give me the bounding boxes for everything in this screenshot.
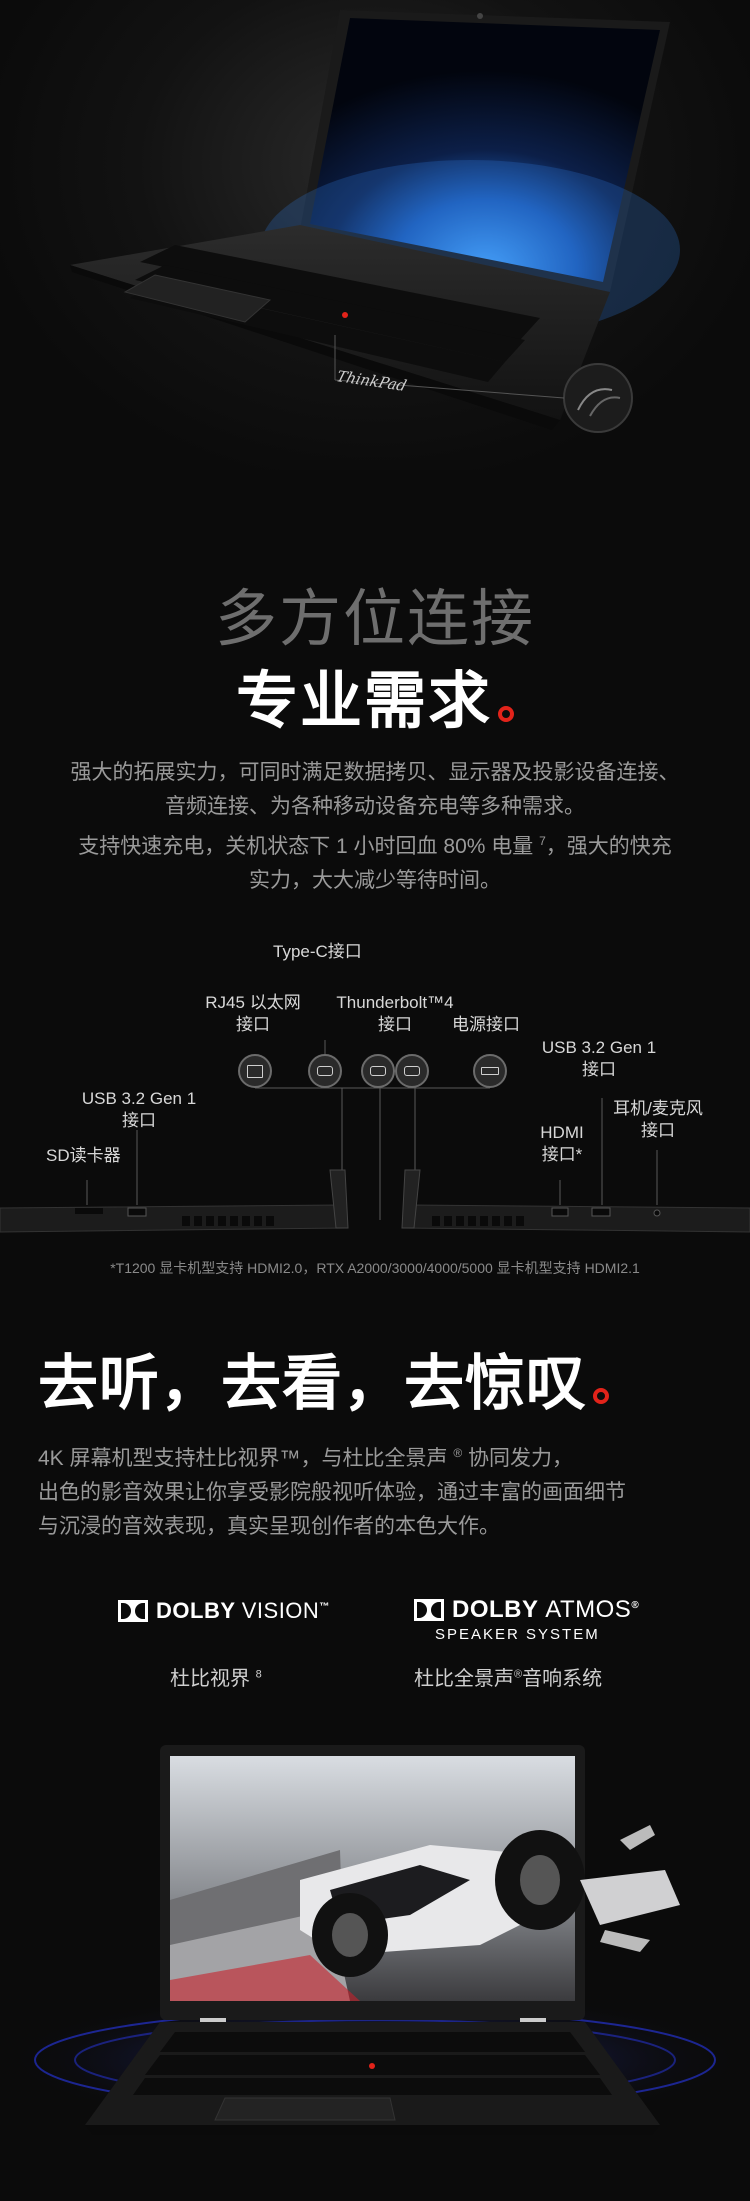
thunderbolt-port-icon-1	[361, 1054, 395, 1088]
dolby-atmos-caption: 杜比全景声®音响系统	[414, 1662, 602, 1691]
registered-mark: ®	[514, 1668, 523, 1681]
label-line: USB 3.2 Gen 1	[541, 1038, 657, 1057]
dolby-double-d-icon	[118, 1600, 148, 1622]
caption-text: 音响系统	[522, 1668, 603, 1690]
desc-line: 出色的影音效果让你享受影院般视听体验，通过丰富的画面细节	[38, 1481, 626, 1504]
dolby-vision-wordmark: DOLBY VISION™	[156, 1598, 330, 1624]
desc-line: 与沉浸的音效表现，真实呈现创作者的本色大作。	[38, 1515, 500, 1538]
label-usb-left: USB 3.2 Gen 1 接口	[76, 1088, 202, 1132]
hero-laptop-section: ThinkPad	[0, 0, 750, 470]
hdmi-footnote: *T1200 显卡机型支持 HDMI2.0，RTX A2000/3000/400…	[110, 1260, 640, 1276]
hero-laptop-image	[70, 10, 680, 433]
label-power: 电源接口	[452, 1015, 520, 1034]
section-title-connect: 多方位连接	[214, 585, 535, 654]
section-title-av: 去听，去看，去惊叹	[38, 1335, 609, 1422]
desc-text: ，强大的快充	[545, 835, 672, 858]
label-line: 接口	[122, 1111, 156, 1130]
label-line: 接口	[641, 1121, 675, 1140]
dolby-double-d-icon	[414, 1599, 444, 1621]
desc-line: 实力，大大减少等待时间。	[249, 869, 501, 892]
label-sd-reader: SD读卡器	[46, 1146, 121, 1165]
trademark: ™	[319, 1601, 330, 1613]
label-type-c: Type-C接口	[273, 942, 362, 961]
label-line: 接口	[582, 1060, 616, 1079]
desc-text: 支持快速充电，关机状态下 1 小时回血 80% 电量	[78, 835, 534, 858]
dolby-vision-caption: 杜比视界 8	[170, 1662, 262, 1691]
section-subtitle-connect: 专业需求	[0, 650, 750, 740]
thunderbolt-port-icon-2	[395, 1054, 429, 1088]
desc-line: 音频连接、为各种移动设备充电等多种需求。	[165, 795, 585, 818]
dolby-atmos-logo: DOLBY ATMOS®	[414, 1596, 639, 1624]
usb-c-port-icon	[308, 1054, 342, 1088]
caption-text: 杜比全景声	[414, 1668, 514, 1690]
desc-line: 强大的拓展实力，可同时满足数据拷贝、显示器及投影设备连接、	[70, 761, 680, 784]
red-circle-icon	[498, 706, 514, 722]
desc-line: 4K 屏幕机型支持杜比视界™，与杜比全景声 ® 协同发力，	[38, 1436, 718, 1476]
label-line: USB 3.2 Gen 1	[81, 1089, 197, 1108]
label-line: 接口	[378, 1015, 412, 1034]
subtitle-text: 专业需求	[235, 667, 492, 736]
registered-mark: ®	[453, 1446, 463, 1460]
desc-text: 协同发力，	[462, 1447, 574, 1470]
wordmark-bold: DOLBY	[452, 1596, 539, 1623]
ports-diagram	[0, 1040, 750, 1233]
caption-text: 杜比视界	[170, 1668, 250, 1690]
label-rj45: RJ45 以太网 接口	[198, 992, 308, 1036]
label-line: 耳机/麦克风	[613, 1099, 703, 1118]
footnote-ref: 7	[539, 834, 546, 848]
label-audio-jack: 耳机/麦克风 接口	[608, 1098, 708, 1142]
av-description: 4K 屏幕机型支持杜比视界™，与杜比全景声 ® 协同发力， 出色的影音效果让你享…	[38, 1436, 718, 1544]
registered-mark: ®	[631, 1600, 640, 1611]
bottom-laptop-section	[0, 1730, 750, 2201]
dolby-atmos-wordmark: DOLBY ATMOS®	[452, 1596, 639, 1624]
power-port-icon	[473, 1054, 507, 1088]
wordmark-bold: DOLBY	[156, 1598, 236, 1623]
label-usb-right: USB 3.2 Gen 1 接口	[536, 1037, 662, 1081]
wordmark-thin: ATMOS	[545, 1596, 632, 1623]
label-line: RJ45 以太网	[205, 993, 301, 1012]
connect-description: 强大的拓展实力，可同时满足数据拷贝、显示器及投影设备连接、 音频连接、为各种移动…	[40, 756, 710, 898]
desc-text: 4K 屏幕机型支持杜比视界™，与杜比全景声	[38, 1447, 448, 1470]
title-text: 去听，去看，去惊叹	[38, 1350, 587, 1417]
rj45-port-icon	[238, 1054, 272, 1088]
label-line: Thunderbolt™4	[336, 993, 454, 1012]
racing-laptop-image	[5, 1745, 745, 2135]
desc-line: 支持快速充电，关机状态下 1 小时回血 80% 电量 7，强大的快充	[40, 824, 710, 864]
footnote-ref: 8	[255, 1668, 262, 1681]
label-line: HDMI	[540, 1123, 584, 1142]
dolby-vision-logo: DOLBY VISION™	[118, 1598, 330, 1624]
wordmark-thin: VISION	[241, 1598, 320, 1623]
label-hdmi: HDMI 接口*	[532, 1122, 592, 1166]
red-circle-icon	[593, 1388, 609, 1404]
speaker-system-label: SPEAKER SYSTEM	[435, 1626, 600, 1643]
label-line: 接口	[236, 1015, 270, 1034]
label-line: 接口*	[541, 1145, 583, 1164]
label-thunderbolt: Thunderbolt™4 接口	[325, 992, 465, 1036]
